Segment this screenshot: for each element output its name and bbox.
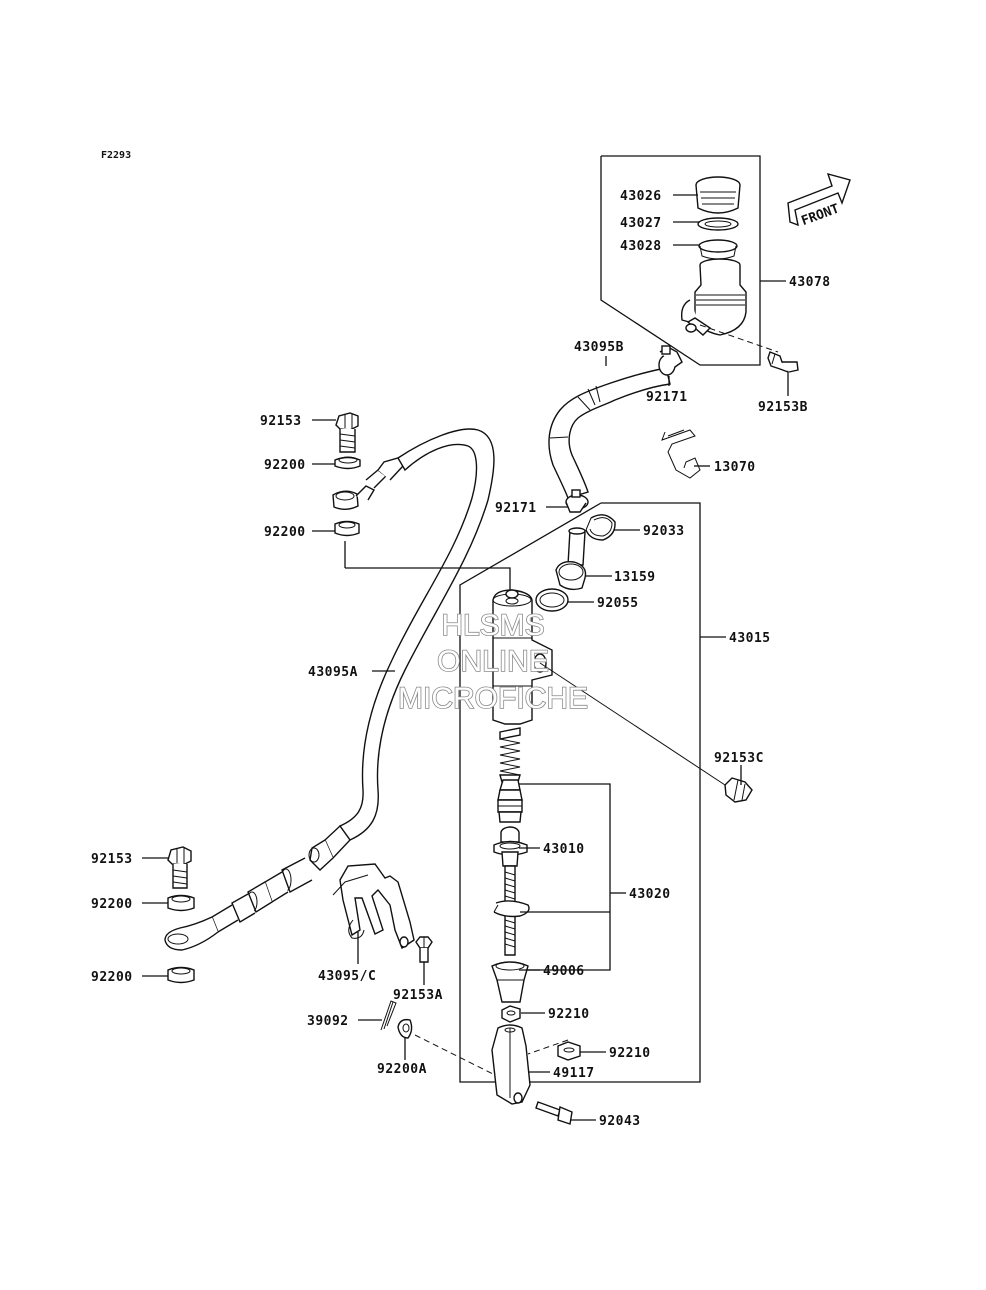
body-bolt-leader: [539, 662, 726, 786]
callout-49117: 49117: [553, 1066, 595, 1081]
watermark-line-2: ONLINE: [437, 645, 549, 678]
cotter-pin-icon: [380, 1000, 397, 1031]
nut-lower-icon: [557, 1041, 581, 1061]
callout-13070: 13070: [714, 460, 756, 475]
callout-49006: 49006: [543, 964, 585, 979]
dust-boot-icon: [491, 961, 529, 1003]
callout-39092: 39092: [307, 1014, 349, 1029]
callout-92043: 92043: [599, 1114, 641, 1129]
callout-43015: 43015: [729, 631, 771, 646]
callout-92210-lower: 92210: [609, 1046, 651, 1061]
washer-upper-1-icon: [334, 456, 361, 470]
circlip-92033-icon: [585, 514, 616, 541]
callout-13159: 13159: [614, 570, 656, 585]
figure-code: F2293: [101, 150, 131, 161]
o-ring-92055-icon: [535, 588, 569, 612]
diaphragm-plate-icon: [697, 217, 739, 231]
banjo-bolt-lower-icon: [167, 846, 192, 889]
hose-clip-icon: [661, 429, 701, 479]
leader-lines: [142, 194, 789, 1121]
callout-92210-upper: 92210: [548, 1007, 590, 1022]
banjo-fitting-upper-icon: [332, 457, 404, 510]
washer-lower-2-icon: [167, 966, 195, 984]
bolt-92153c-icon: [724, 777, 753, 803]
callout-92153b: 92153B: [758, 400, 808, 415]
reservoir-tank-icon: [680, 258, 747, 336]
washer-lower-1-icon: [167, 894, 195, 912]
master-cylinder-body-icon: [492, 589, 553, 725]
callout-43027: 43027: [620, 216, 662, 231]
callout-92200-lower-1: 92200: [91, 897, 133, 912]
clevis-pin-icon: [535, 1101, 573, 1125]
callout-92033: 92033: [643, 524, 685, 539]
nut-leader-dash: [527, 1039, 569, 1055]
reservoir-bolt-leader: [699, 324, 779, 353]
upper-hose-leader-b: [345, 567, 511, 598]
watermark-line-1: HLSMS: [441, 609, 544, 642]
callout-43095b: 43095B: [574, 340, 624, 355]
reservoir-group-box: [600, 155, 761, 366]
master-cylinder-group-box: [459, 502, 701, 1083]
callout-43078: 43078: [789, 275, 831, 290]
callout-92153-lower: 92153: [91, 852, 133, 867]
pushrod-circlip-icon: [493, 900, 530, 918]
callout-92171-upper: 92171: [646, 390, 688, 405]
callout-92171-lower: 92171: [495, 501, 537, 516]
callout-92153c: 92153C: [714, 751, 764, 766]
callout-43010: 43010: [543, 842, 585, 857]
callout-92153-upper: 92153: [260, 414, 302, 429]
reservoir-cap-icon: [695, 176, 741, 214]
callout-92055: 92055: [597, 596, 639, 611]
callout-92153a: 92153A: [393, 988, 443, 1003]
reservoir-hose-icon: [548, 367, 671, 499]
watermark-line-3: MICROFICHE: [398, 682, 588, 715]
pushrod-seal-icon: [493, 826, 528, 867]
washer-92200a-icon: [397, 1018, 413, 1039]
callout-92200-lower-2: 92200: [91, 970, 133, 985]
hose-lower-fitting-icon: [164, 824, 351, 951]
bolt-92153a-icon: [415, 936, 433, 963]
hose-clamp-lower-icon: [565, 489, 589, 513]
callout-92200a: 92200A: [377, 1062, 427, 1077]
bolt-92153b-icon: [767, 351, 799, 373]
piston-icon: [497, 779, 523, 823]
nut-upper-icon: [501, 1005, 521, 1023]
front-arrow-icon: FRONT: [787, 172, 851, 229]
callout-43095c: 43095/C: [318, 969, 376, 984]
callout-92200-upper-2: 92200: [264, 525, 306, 540]
spring-icon: [499, 727, 521, 783]
callout-43095a: 43095A: [308, 665, 358, 680]
assembly-43020-bracket: [519, 783, 611, 971]
hose-bracket-icon: [332, 863, 415, 950]
clevis-icon: [491, 1024, 531, 1105]
banjo-bolt-upper-icon: [335, 412, 359, 453]
callout-92200-upper-1: 92200: [264, 458, 306, 473]
callout-43026: 43026: [620, 189, 662, 204]
diaphragm-icon: [698, 239, 738, 260]
inlet-fitting-icon: [555, 527, 587, 591]
callout-43028: 43028: [620, 239, 662, 254]
callout-43020: 43020: [629, 887, 671, 902]
hose-clamp-upper-icon: [658, 345, 683, 376]
washer-upper-2-icon: [334, 520, 360, 537]
pin-leader-dash: [414, 1034, 496, 1076]
